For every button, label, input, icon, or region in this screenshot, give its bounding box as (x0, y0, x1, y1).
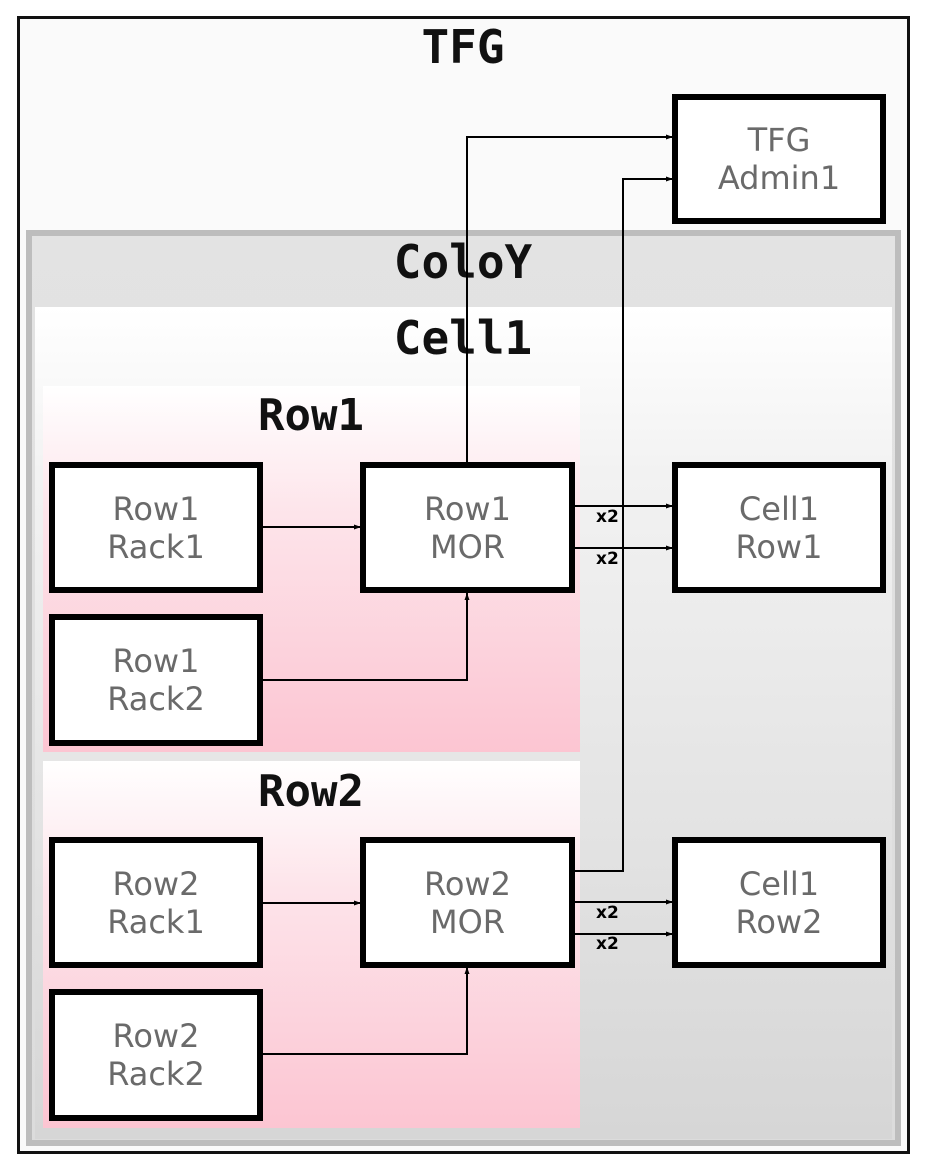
colo-group-title: ColoY (393, 235, 533, 289)
row1-group-title: Row1 (258, 390, 364, 441)
node-tfg-admin1-line2: Admin1 (717, 159, 841, 197)
tfg-group-title: TFG (421, 20, 505, 74)
link-row1-rack2-mor (262, 593, 470, 681)
node-row2-rack2-line2: Rack2 (107, 1055, 205, 1093)
link-row2-mor-admin (574, 176, 673, 872)
link-label-row1-upper: x2 (596, 507, 619, 527)
link-row2-rack2-mor (262, 967, 470, 1055)
node-cell1-row2-line2: Row2 (735, 902, 823, 941)
node-cell1-row1-line1: Cell1 (738, 489, 820, 528)
node-row2-rack2-line1: Row2 (112, 1017, 200, 1055)
node-row1-rack2-line1: Row1 (112, 642, 200, 680)
cell-group-title: Cell1 (393, 311, 533, 365)
row2-group-title: Row2 (258, 766, 364, 817)
link-label-row2-lower: x2 (596, 934, 619, 954)
node-row1-rack2-line2: Rack2 (107, 680, 205, 718)
link-label-row2-upper: x2 (596, 903, 619, 923)
node-row2-mor-line2: MOR (429, 902, 506, 941)
node-cell1-row1-line2: Row1 (735, 527, 823, 566)
node-tfg-admin1-line1: TFG (747, 121, 811, 159)
node-row1-rack1-line2: Rack1 (107, 527, 205, 566)
link-label-row1-lower: x2 (596, 549, 619, 569)
node-row2-mor-line1: Row2 (424, 864, 511, 903)
node-row1-mor-line1: Row1 (424, 489, 511, 528)
node-row2-rack1-line2: Rack1 (107, 902, 205, 941)
node-row1-mor-line2: MOR (429, 527, 506, 566)
node-row1-rack1-line1: Row1 (112, 489, 200, 528)
node-cell1-row2-line1: Cell1 (738, 864, 820, 903)
link-row1-mor-admin (466, 134, 673, 463)
node-row2-rack1-line1: Row2 (112, 864, 200, 903)
